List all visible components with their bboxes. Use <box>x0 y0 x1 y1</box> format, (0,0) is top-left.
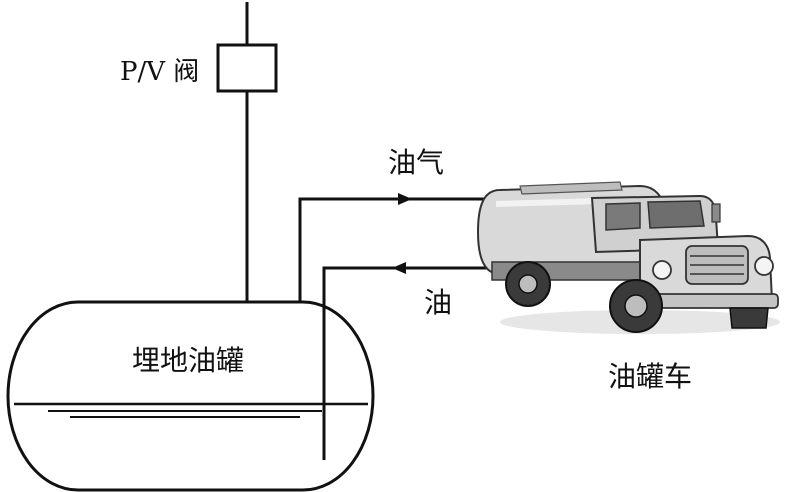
vapor-flow-arrow <box>398 193 412 205</box>
oil-delivery-line <box>322 262 492 460</box>
underground-tank <box>6 300 375 492</box>
pv-valve-label: P/V 阀 <box>120 57 199 87</box>
oil-flow-arrow <box>392 262 406 274</box>
underground-tank-label: 埋地油罐 <box>132 344 244 377</box>
vapor-return-line <box>298 193 492 302</box>
tanker-truck-illustration <box>476 181 780 334</box>
tanker-truck-label: 油罐车 <box>608 360 692 393</box>
oil-line-label: 油 <box>424 286 452 319</box>
pv-valve-box <box>216 43 278 93</box>
vapor-line-label: 油气 <box>388 146 444 179</box>
